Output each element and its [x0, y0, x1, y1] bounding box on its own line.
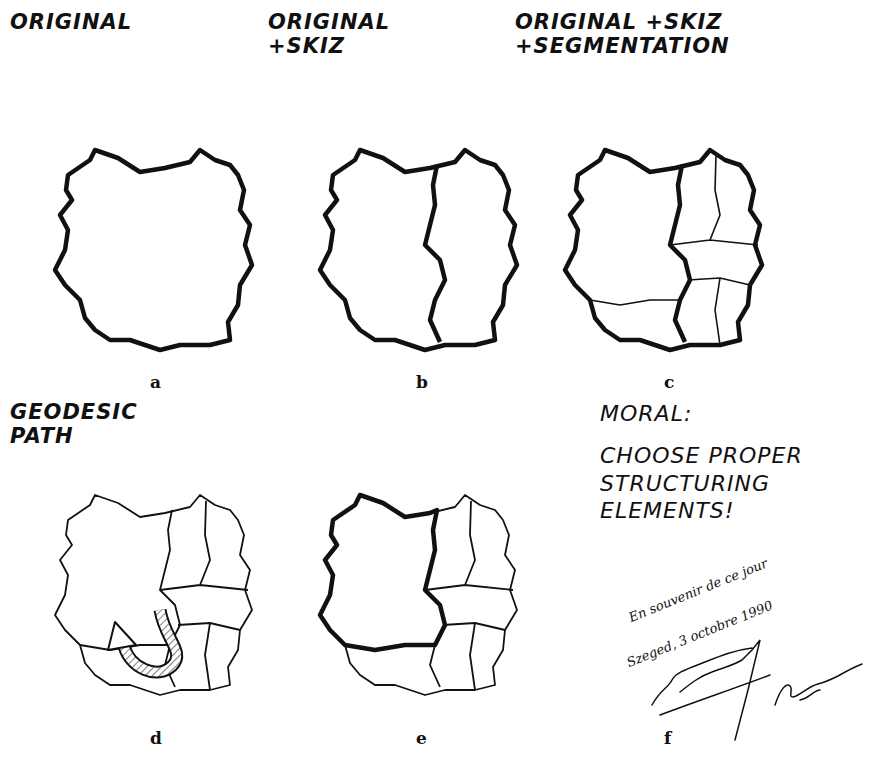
original-shape	[55, 150, 252, 350]
panel-letter: c	[664, 372, 674, 392]
moral-text: CHOOSE PROPER STRUCTURING ELEMENTS!	[600, 442, 880, 525]
moral-heading: MORAL:	[600, 400, 880, 428]
skiz-shape	[320, 150, 517, 350]
panel-letter: e	[416, 728, 427, 748]
segmented-shape	[565, 150, 762, 350]
panel-letter: b	[416, 372, 428, 392]
panel-heading: GEODESIC PATH	[10, 400, 138, 448]
panel-letter: f	[664, 728, 671, 748]
panel-heading: ORIGINAL +SKIZ +SEGMENTATION	[515, 10, 730, 58]
selected-region-shape	[320, 495, 517, 695]
panel-heading: ORIGINAL	[10, 10, 132, 34]
panel-letter: a	[150, 372, 161, 392]
geodesic-shape	[55, 495, 252, 695]
geodesic-arrow	[108, 610, 177, 672]
panel-letter: d	[150, 728, 162, 748]
panel-heading: ORIGINAL +SKIZ	[268, 10, 390, 58]
signatures	[652, 640, 862, 740]
